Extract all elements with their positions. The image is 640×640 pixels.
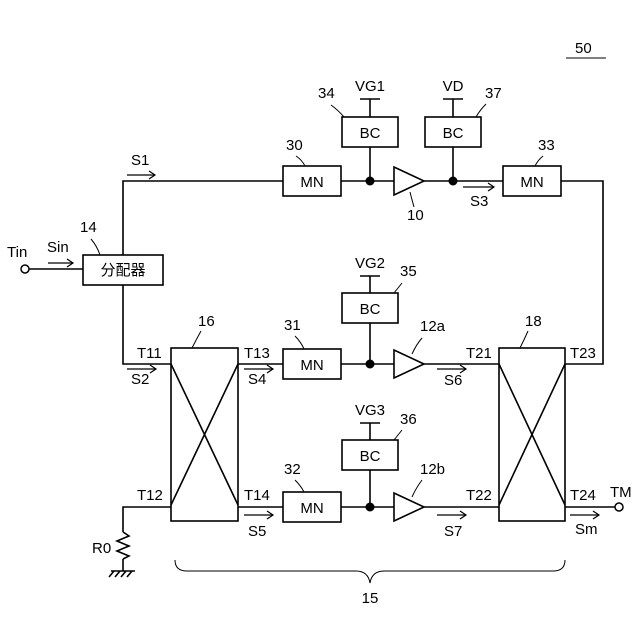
mn-30-label: MN: [300, 174, 323, 191]
bc-34-ref: 34: [318, 85, 335, 102]
brace-15-ref: 15: [362, 590, 379, 607]
signal-s5: S5: [248, 523, 266, 540]
terminal-t21: T21: [466, 345, 492, 362]
amp-12a-ref: 12a: [420, 318, 446, 335]
bc-37-ref: 37: [485, 85, 502, 102]
output-terminal-label: TM: [610, 484, 632, 501]
amplifier-12b: [394, 493, 424, 521]
terminal-t24: T24: [570, 487, 596, 504]
mn-32-label: MN: [300, 500, 323, 517]
mn-30-ref: 30: [286, 137, 303, 154]
signal-s1: S1: [131, 152, 149, 169]
brace-15: [175, 560, 565, 583]
splitter-label: 分配器: [100, 262, 145, 279]
signal-sm: Sm: [575, 521, 598, 538]
splitter-ref: 14: [80, 219, 97, 236]
mn-31-ref: 31: [284, 317, 301, 334]
amp-12b-ref: 12b: [420, 461, 445, 478]
bc-36-label: BC: [360, 448, 381, 465]
signal-s2: S2: [131, 371, 149, 388]
input-signal-label: Sin: [47, 239, 69, 256]
amplifier-12a: [394, 350, 424, 378]
output-terminal: [615, 503, 623, 511]
figure-number: 50: [575, 40, 592, 57]
terminal-t22: T22: [466, 487, 492, 504]
terminal-t11: T11: [137, 345, 162, 362]
amp-10-ref: 10: [407, 207, 424, 224]
terminal-t14: T14: [244, 487, 270, 504]
mn-31-label: MN: [300, 357, 323, 374]
supply-vg3: VG3: [355, 402, 385, 419]
bc-36-ref: 36: [400, 411, 417, 428]
bc-35-label: BC: [360, 301, 381, 318]
supply-vg2: VG2: [355, 255, 385, 272]
mn-32-ref: 32: [284, 461, 301, 478]
supply-vg1: VG1: [355, 78, 385, 95]
mn-33-label: MN: [520, 174, 543, 191]
signal-s4: S4: [248, 371, 266, 388]
coupler-16-ref: 16: [198, 313, 215, 330]
input-terminal: [21, 265, 29, 273]
mn-33-ref: 33: [538, 137, 555, 154]
resistor-label: R0: [92, 540, 111, 557]
amplifier-10: [394, 167, 424, 195]
input-terminal-label: Tin: [7, 244, 27, 261]
signal-s7: S7: [444, 523, 462, 540]
signal-s3: S3: [470, 193, 488, 210]
coupler-18-ref: 18: [525, 313, 542, 330]
terminal-t13: T13: [244, 345, 270, 362]
bc-37-label: BC: [443, 125, 464, 142]
terminal-t23: T23: [570, 345, 596, 362]
bc-34-label: BC: [360, 125, 381, 142]
bc-35-ref: 35: [400, 263, 417, 280]
signal-s6: S6: [444, 372, 462, 389]
supply-vd: VD: [443, 78, 464, 95]
terminal-t12: T12: [137, 487, 163, 504]
resistor-r0: [117, 532, 129, 559]
